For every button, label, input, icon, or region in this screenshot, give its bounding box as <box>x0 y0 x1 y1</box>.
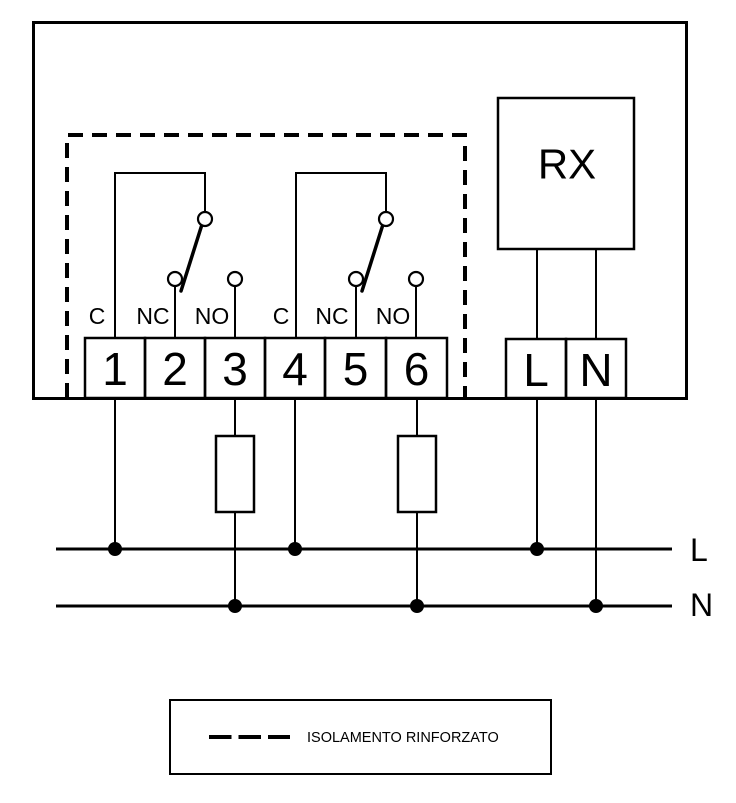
junction-dot-rx-neutral <box>589 599 603 613</box>
rx-box <box>496 96 636 251</box>
relay2-no-label: NO <box>376 303 411 329</box>
power-terminal-l-label: L <box>523 344 549 396</box>
relay1-switch-arm <box>179 224 204 293</box>
relay2-common-wire <box>295 172 387 338</box>
relay1-nc-label: NC <box>136 303 169 329</box>
neutral-line-label: N <box>690 587 713 623</box>
relay2: C NC NO <box>273 172 425 338</box>
junction-dot-load1-neutral <box>228 599 242 613</box>
legend-label: ISOLAMENTO RINFORZATO <box>307 730 499 746</box>
rx-label: RX <box>538 141 596 188</box>
live-line-label: L <box>690 532 708 568</box>
terminal-number-5: 5 <box>343 343 369 395</box>
terminal-number-2: 2 <box>162 343 188 395</box>
junction-dot-load2-neutral <box>410 599 424 613</box>
load2-box <box>396 434 438 514</box>
terminal-number-1: 1 <box>102 343 128 395</box>
receiver-block: RX L N <box>496 96 636 400</box>
relay1-nc-contact <box>166 270 184 288</box>
terminal-number-3: 3 <box>222 343 248 395</box>
relay1-pivot-contact <box>196 210 214 228</box>
relay2-nc-contact <box>347 270 365 288</box>
relay1: C NC NO <box>89 172 244 338</box>
terminal-number-4: 4 <box>282 343 308 395</box>
legend: ISOLAMENTO RINFORZATO <box>169 699 552 775</box>
relay1-no-contact <box>226 270 244 288</box>
junction-dot-t1-live <box>108 542 122 556</box>
reinforced-insulation-boundary <box>65 133 467 398</box>
junction-dot-t4-live <box>288 542 302 556</box>
power-terminal-n-label: N <box>579 344 612 396</box>
relay1-no-label: NO <box>195 303 230 329</box>
relay2-pivot-contact <box>377 210 395 228</box>
relay2-c-label: C <box>273 303 290 329</box>
terminal-block: 1 2 3 4 5 6 <box>83 336 449 400</box>
load1-box <box>214 434 256 514</box>
external-wiring: L N <box>56 398 713 623</box>
relay2-switch-arm <box>360 224 385 293</box>
relay2-no-contact <box>407 270 425 288</box>
relay1-c-label: C <box>89 303 106 329</box>
terminal-number-6: 6 <box>404 343 430 395</box>
relay1-common-wire <box>114 172 206 338</box>
relay2-nc-label: NC <box>315 303 348 329</box>
legend-box <box>169 699 552 775</box>
junction-dot-rx-live <box>530 542 544 556</box>
